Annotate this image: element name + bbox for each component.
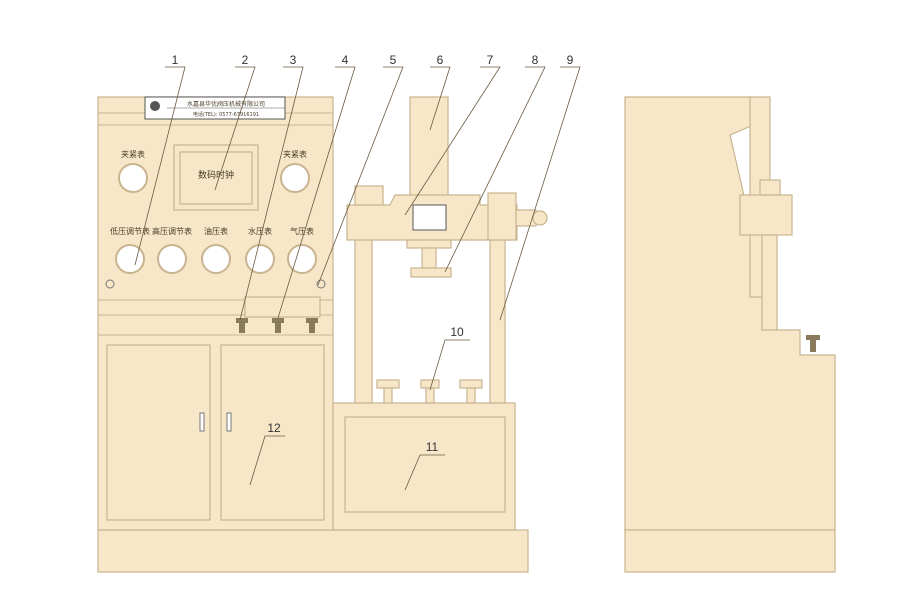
callout-1: 1 [172, 53, 179, 67]
gauge-label: 油压表 [204, 226, 228, 236]
callout-3: 3 [290, 53, 297, 67]
spec-plate [412, 204, 447, 231]
digital-clock [179, 151, 253, 205]
callout-11: 11 [426, 440, 439, 454]
callout-4: 4 [342, 53, 349, 67]
cabinet-door-left [106, 344, 211, 521]
callout-9: 9 [567, 53, 574, 67]
logo-icon [150, 101, 160, 111]
cabinet-door-right [220, 344, 325, 521]
gauge-label: 低压调节表 [110, 226, 150, 236]
press-column-right [489, 234, 506, 404]
callout-2: 2 [242, 53, 249, 67]
callout-5: 5 [390, 53, 397, 67]
callout-10: 10 [450, 325, 464, 339]
clock-label: 数码时钟 [198, 169, 234, 181]
gauge-label-left: 夹紧表 [121, 149, 145, 159]
valve-block [244, 296, 321, 318]
clamp-gauge-left [118, 163, 148, 193]
gauge-row: 低压调节表 高压调节表 油压表 水压表 气压表 [110, 226, 317, 274]
side-view [624, 96, 836, 531]
gauge-label: 气压表 [290, 226, 314, 236]
company-phone: 电话(TEL): 0577-67916191 [193, 111, 259, 118]
gauge-label: 水压表 [248, 226, 272, 236]
callout-7: 7 [487, 53, 494, 67]
callout-numbers: 1 2 3 4 5 6 7 8 9 10 11 12 [172, 53, 574, 454]
press-column-left [354, 234, 373, 404]
hydraulic-cylinder [409, 96, 449, 208]
gauge-label: 高压调节表 [152, 226, 192, 236]
callout-6: 6 [437, 53, 444, 67]
base [97, 529, 529, 573]
gauge-label-right: 夹紧表 [283, 149, 307, 159]
company-name: 水嘉县华优阀压机械有限公司 [187, 100, 265, 108]
callout-lines [134, 66, 581, 491]
callout-12: 12 [267, 421, 281, 435]
press-head [410, 267, 452, 278]
clamp-gauge-right [280, 163, 310, 193]
handwheel [532, 210, 548, 226]
callout-8: 8 [532, 53, 539, 67]
